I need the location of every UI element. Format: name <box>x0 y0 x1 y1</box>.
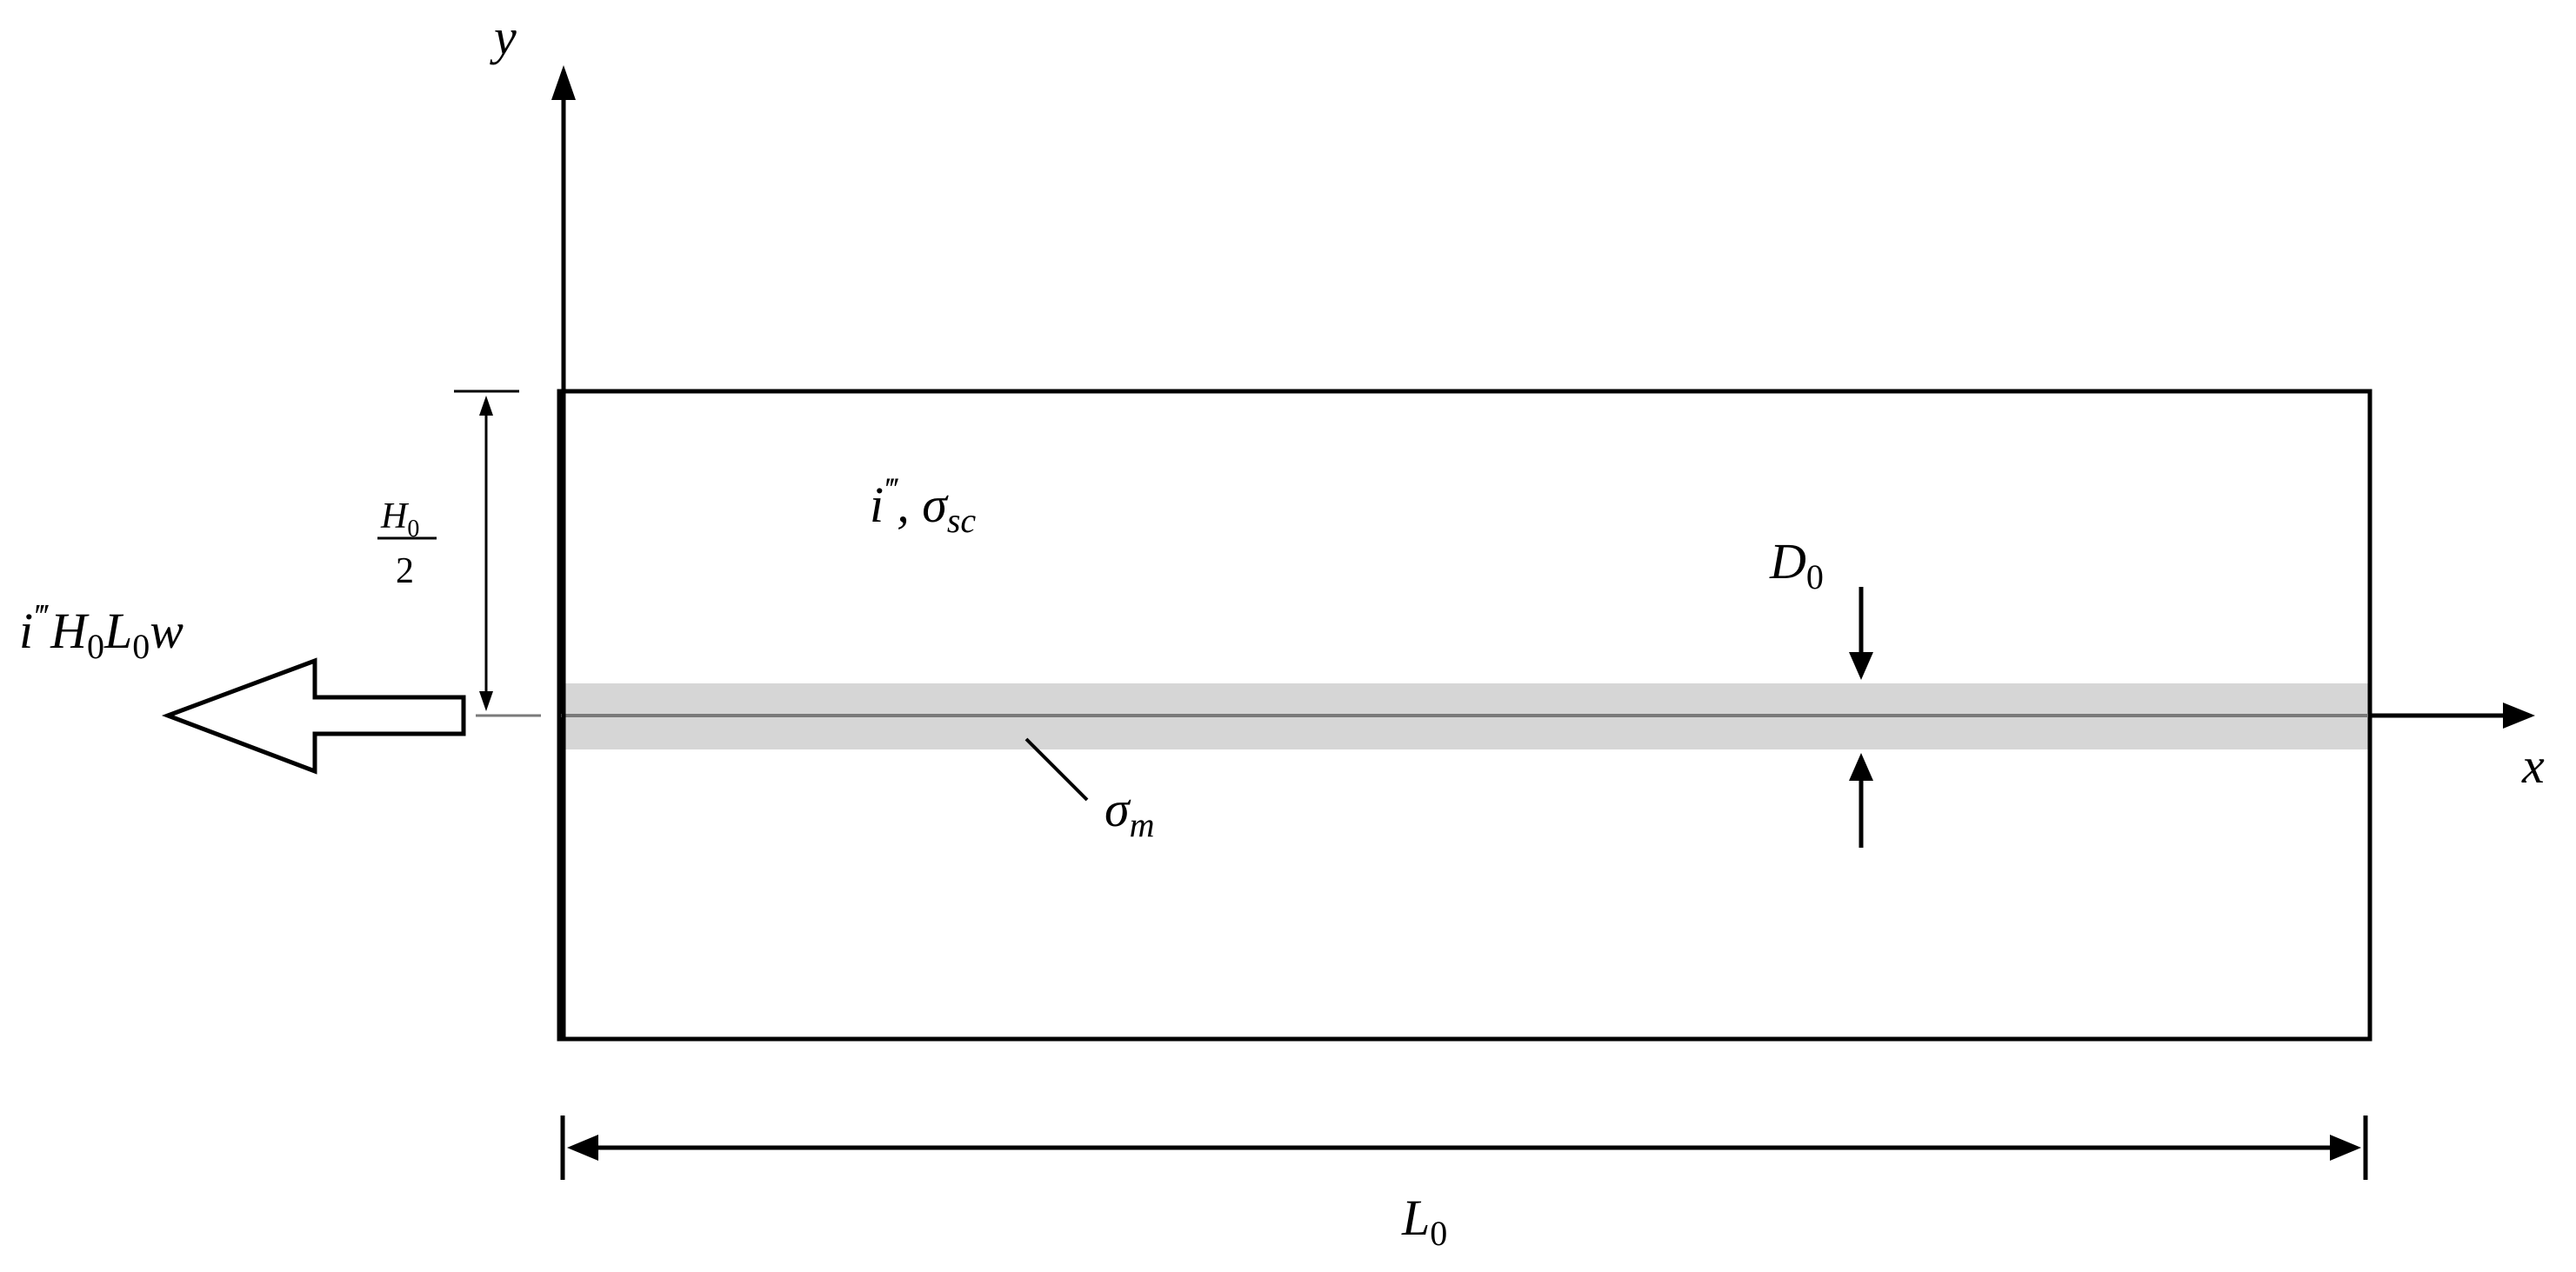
thickness-label: D0 <box>1769 533 1824 596</box>
half-height-label: H0 2 <box>377 496 437 591</box>
flux-arrow <box>161 657 466 775</box>
svg-text:2: 2 <box>396 551 414 591</box>
membrane-leader-line <box>1024 737 1089 802</box>
x-axis-arrowhead <box>2503 703 2535 729</box>
y-axis <box>551 65 576 1039</box>
y-axis-arrowhead <box>551 65 576 100</box>
svg-text:H0: H0 <box>380 496 419 543</box>
length-label: L0 <box>1401 1189 1447 1253</box>
length-dimension <box>560 1115 2368 1180</box>
membrane-label: σm <box>1104 781 1155 844</box>
flux-label: i‴H0L0w <box>19 598 184 666</box>
thickness-arrows <box>1849 587 1873 848</box>
source-label: i‴, σsc <box>870 471 976 540</box>
x-axis-label: x <box>2521 737 2545 794</box>
x-axis <box>2370 703 2535 729</box>
y-axis-label: y <box>490 9 517 65</box>
half-height-dimension <box>454 390 541 717</box>
